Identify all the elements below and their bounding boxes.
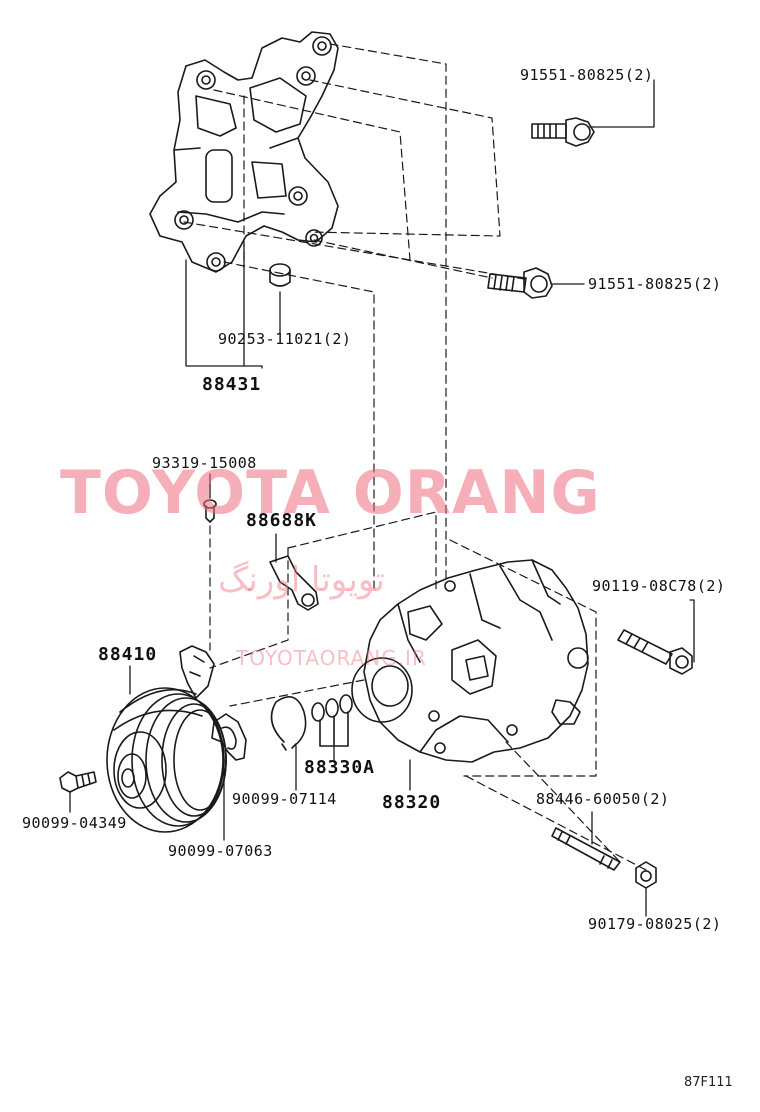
compressor-body [351,559,589,763]
nut [635,861,657,889]
label-screw: 93319-15008 [152,454,257,472]
label-bolt-top: 91551-80825(2) [520,66,654,84]
leader-lines [69,79,695,917]
watermark-main: TOYOTA ORANG [60,458,601,528]
long-bolt [617,629,693,675]
label-center-bolt: 90099-04349 [22,814,127,832]
label-compressor: 88320 [382,792,442,813]
bolt-middle [487,267,553,299]
label-bolt-middle: 91551-80825(2) [588,275,722,293]
clutch-pulley [106,645,227,833]
figure-code: 87F111 [684,1075,733,1090]
label-stud: 88446-60050(2) [536,790,670,808]
shim-ring [211,713,247,761]
compressor-bracket [149,31,339,273]
bolt-top [531,117,595,147]
label-clutch: 88410 [98,644,158,665]
alignment-lines [183,43,647,871]
label-shim-set: 88330A [304,757,376,778]
collar [269,263,291,287]
label-nut: 90179-08025(2) [588,915,722,933]
watermark-farsi: تویوتا اورنگ [218,560,385,600]
label-sensor: 88688K [246,510,318,531]
screw [203,499,217,523]
snap-ring [270,696,307,751]
shim-set [311,694,353,747]
label-collar: 90253-11021(2) [218,330,352,348]
watermark-url: TOYOTAORANG.IR [236,646,427,670]
stud-bolt [551,827,621,871]
center-bolt [59,771,97,793]
label-bracket: 88431 [202,374,262,395]
label-snap-ring: 90099-07114 [232,790,337,808]
label-bolt-right: 90119-08C78(2) [592,577,726,595]
label-shim: 90099-07063 [168,842,273,860]
